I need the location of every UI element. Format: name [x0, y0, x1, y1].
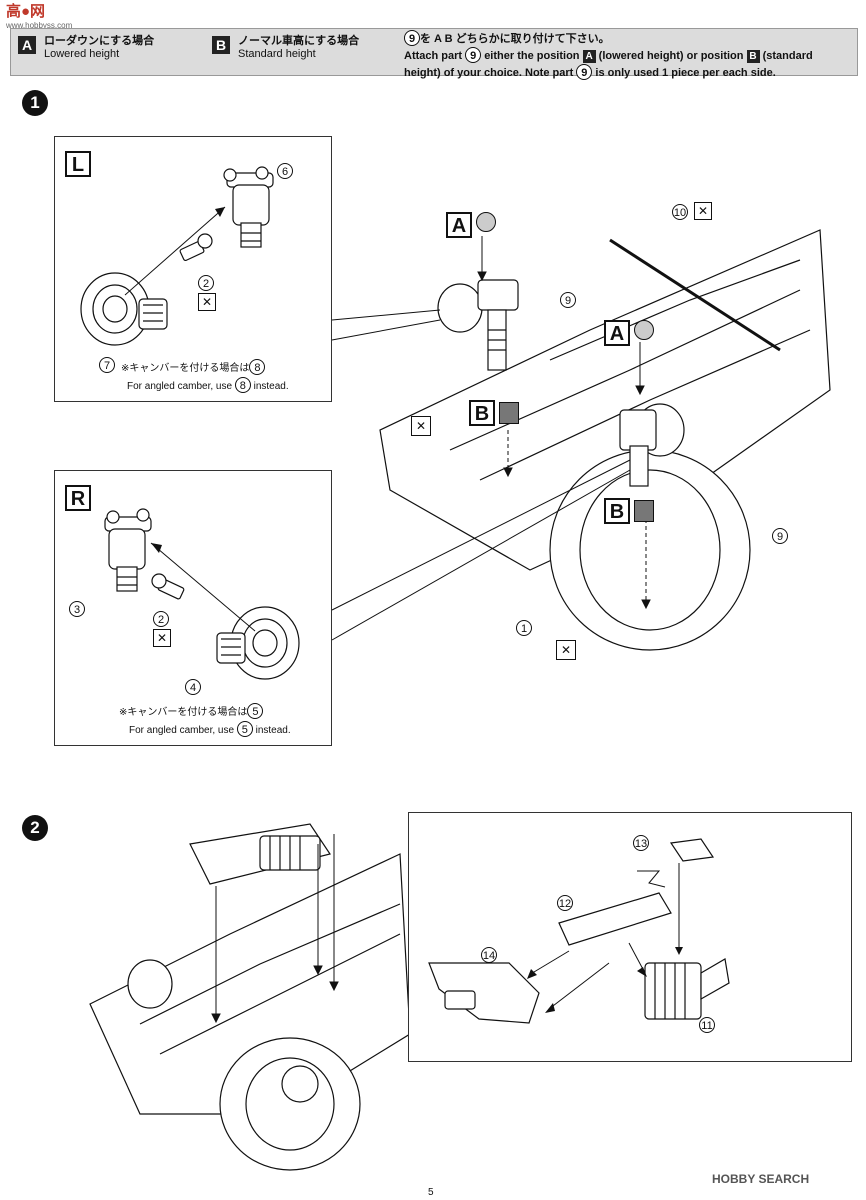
part-2-label: 2 [198, 275, 214, 291]
part-1-label: 1 [516, 620, 532, 636]
spacer-b-icon [499, 402, 519, 424]
instruction-en-6: is only used 1 piece per each side. [595, 67, 776, 79]
no-glue-icon: ✕ [198, 293, 216, 311]
option-a-box: A [18, 36, 36, 54]
position-b-label: B [604, 498, 630, 524]
no-glue-icon: ✕ [694, 202, 712, 220]
part-9-label: 9 [772, 528, 788, 544]
instruction-jp: を A B どちらかに取り付けて下さい。 [420, 33, 610, 45]
camber-note-en-tail: instead. [255, 725, 291, 736]
camber-note-en: For angled camber, use 8 instead. [127, 377, 289, 393]
glue-icon: ✕ [411, 416, 431, 436]
letter-a-box: A [582, 50, 596, 63]
part-ref: 8 [249, 359, 266, 375]
instruction-en-2: either the position [484, 50, 580, 62]
spacer-a-icon [634, 320, 654, 340]
camber-note-en-text: For angled camber, use [129, 725, 235, 736]
part-2-label: 2 [153, 611, 169, 627]
instruction-en-3: (lowered height) or position [598, 50, 744, 62]
instruction-en-4: (standard [762, 50, 813, 62]
glue-icon: ✕ [556, 640, 576, 660]
step-1-chassis-drawing [379, 229, 831, 651]
header-bar [10, 28, 858, 76]
letter-b-box: B [746, 50, 760, 63]
part-9-label: 9 [560, 292, 576, 308]
page-number: 5 [428, 1187, 434, 1198]
step-2-chassis-drawing [89, 823, 411, 1171]
camber-note-en-tail: instead. [253, 381, 289, 392]
site-watermark: 高●网 [6, 3, 46, 20]
spacer-a-icon [476, 212, 496, 232]
camber-note-en: For angled camber, use 5 instead. [129, 721, 291, 737]
instruction-en-1: Attach part [404, 50, 463, 62]
position-b-label: B [469, 400, 495, 426]
part-6-label: 6 [277, 163, 293, 179]
part-ref: 9 [404, 30, 420, 46]
hobby-search-logo: HOBBY SEARCH [712, 1172, 810, 1186]
part-ref: 8 [234, 377, 251, 393]
option-a-jp: ローダウンにする場合 [44, 35, 155, 47]
option-b-en: Standard height [238, 48, 316, 60]
part-4-label: 4 [185, 679, 201, 695]
part-10-label: 10 [672, 204, 688, 220]
option-b-box: B [212, 36, 230, 54]
part-ref: 9 [465, 47, 482, 63]
callout-lines [331, 309, 631, 641]
panel-letter-r: R [65, 485, 91, 511]
part-12-label: 12 [557, 895, 573, 911]
part-14-label: 14 [481, 947, 497, 963]
panel-letter-l: L [65, 151, 91, 177]
step-2-badge: 2 [22, 815, 48, 841]
camber-note-en-text: For angled camber, use [127, 381, 233, 392]
position-a-label: A [446, 212, 472, 238]
step-2-detail-panel: 13 12 14 11 [408, 812, 852, 1062]
right-assembly-drawing [104, 508, 300, 680]
spacer-b-icon [634, 500, 654, 522]
part-ref: 5 [247, 703, 264, 719]
step-1-badge: 1 [22, 90, 48, 116]
step-2-detail-drawing [428, 838, 730, 1024]
part-13-label: 13 [633, 835, 649, 851]
site-watermark-url: www.hobbyss.com [6, 21, 73, 30]
position-a-label: A [604, 320, 630, 346]
part-ref: 5 [236, 721, 253, 737]
camber-note-jp-text: ※キャンバーを付ける場合は [119, 707, 248, 718]
camber-note-jp-text: ※キャンバーを付ける場合は [121, 363, 250, 374]
option-b-jp: ノーマル車高にする場合 [238, 35, 360, 47]
left-assembly-drawing [80, 166, 274, 346]
part-3-label: 3 [69, 601, 85, 617]
instruction-en-5: height) of your choice. Note part [404, 67, 574, 79]
part-11-label: 11 [699, 1017, 715, 1033]
part-7-label: 7 [99, 357, 115, 373]
no-glue-icon: ✕ [153, 629, 171, 647]
part-ref: 9 [576, 64, 593, 80]
option-a-en: Lowered height [44, 48, 120, 60]
